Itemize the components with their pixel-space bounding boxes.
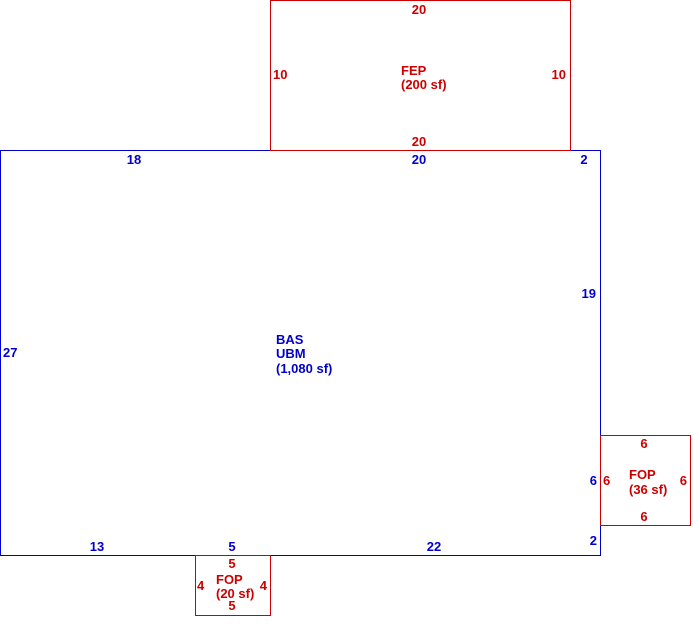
bas-dim-left: 27 [3,345,17,360]
bas-code-label: BAS [276,332,304,347]
fep-dim-left: 10 [273,67,287,82]
fop-bottom-dim-right: 4 [260,578,268,593]
bas-dim-right-upper: 19 [582,286,596,301]
bas-dim-top-mid: 20 [412,152,426,167]
bas-area-label: (1,080 sf) [276,361,332,376]
bas-dim-bottom-notch: 5 [228,539,235,554]
fop-bottom-code-label: FOP [216,572,243,587]
fep-dim-top: 20 [412,2,426,17]
bas-dim-top-right: 2 [580,152,587,167]
fop-right-dim-bottom: 6 [640,509,647,524]
fop-bottom-outline [195,555,271,616]
fop-right-dim-left: 6 [603,473,610,488]
bas-dim-right-lower: 6 [590,473,597,488]
fop-right-area-label: (36 sf) [629,482,667,497]
bas-dim-bottom-left: 13 [90,539,104,554]
fep-area-label: (200 sf) [401,77,447,92]
bas-sub-label: UBM [276,346,306,361]
bas-dim-bottom-right: 2 [590,533,597,548]
fop-right-dim-right: 6 [680,473,687,488]
fep-code-label: FEP [401,63,427,78]
fop-right-code-label: FOP [629,467,656,482]
fop-bottom-dim-bottom: 5 [228,598,235,613]
fop-bottom-dim-left: 4 [197,578,205,593]
fop-bottom-area-label: (20 sf) [216,586,254,601]
bas-dim-top-left: 18 [127,152,141,167]
fop-right-dim-top: 6 [640,436,647,451]
fep-dim-right: 10 [552,67,566,82]
bas-dim-bottom-mid: 22 [427,539,441,554]
fep-outline [270,0,571,151]
fop-right-outline [600,435,691,526]
fop-bottom-dim-top: 5 [228,556,235,571]
fep-dim-bottom: 20 [412,134,426,149]
